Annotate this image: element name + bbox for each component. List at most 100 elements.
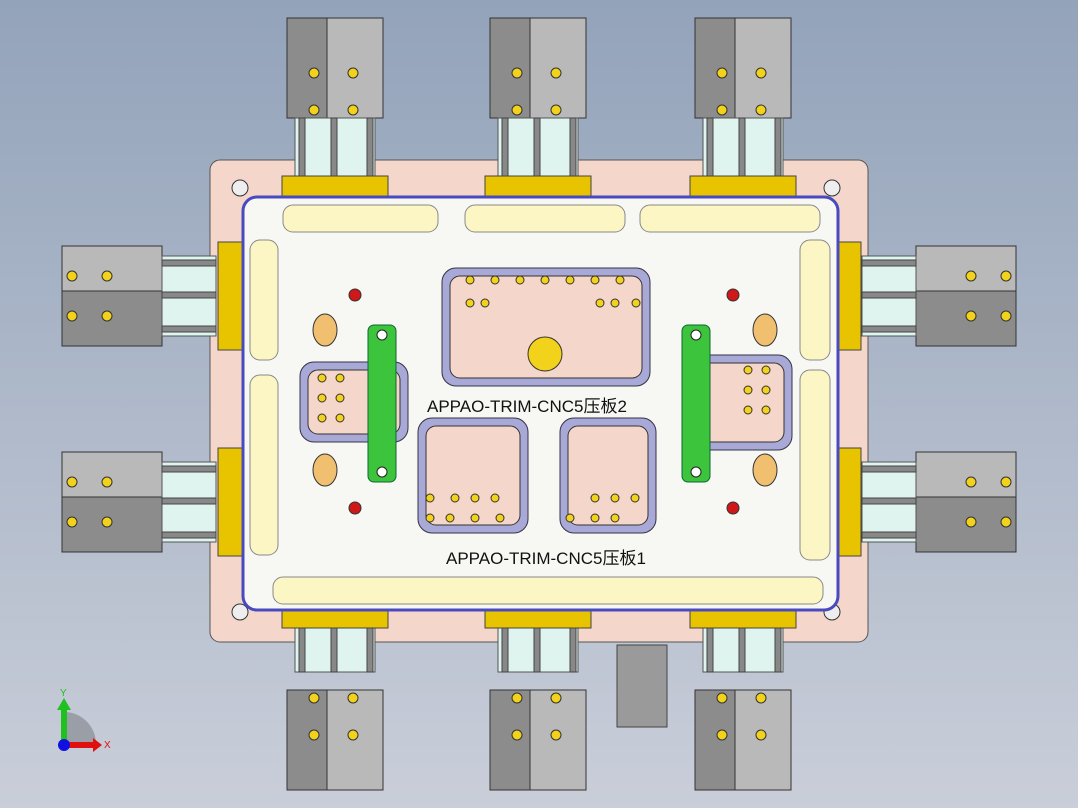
pocket xyxy=(425,425,521,526)
coordinate-triad: Y X xyxy=(57,688,111,752)
guide-rod xyxy=(861,291,917,299)
cylinder-top xyxy=(281,17,389,199)
bolt xyxy=(965,270,977,282)
pin xyxy=(761,385,771,395)
screw-head xyxy=(823,179,841,197)
bolt xyxy=(66,516,78,528)
pin xyxy=(450,493,460,503)
bolt xyxy=(1000,270,1012,282)
cylinder-group[interactable] xyxy=(61,17,1017,791)
bolt xyxy=(347,104,359,116)
pin xyxy=(565,275,575,285)
pin xyxy=(335,373,345,383)
bolt xyxy=(66,476,78,488)
guide-rod xyxy=(861,465,917,473)
bolt xyxy=(716,729,728,741)
guide-rod xyxy=(330,117,338,181)
pin xyxy=(743,385,753,395)
clamp-hole xyxy=(690,329,702,341)
pin xyxy=(515,275,525,285)
cylinder-slide xyxy=(61,451,163,498)
pad xyxy=(799,369,831,561)
label-plate-2: APPAO-TRIM-CNC5压板2 xyxy=(427,397,627,416)
pin xyxy=(425,493,435,503)
pin xyxy=(761,365,771,375)
pin xyxy=(631,298,641,308)
bolt xyxy=(755,67,767,79)
triad-quadrant xyxy=(64,712,97,745)
pad xyxy=(799,239,831,361)
guide-rod xyxy=(501,117,509,181)
bolt xyxy=(347,692,359,704)
top-plate xyxy=(241,195,840,612)
cylinder-right xyxy=(834,241,1017,351)
bolt xyxy=(308,67,320,79)
y-axis-label: Y xyxy=(60,688,67,699)
guide-rod xyxy=(533,117,541,181)
guide-rod xyxy=(161,291,217,299)
cylinder-slide xyxy=(915,245,1017,292)
clamp-arm xyxy=(367,324,397,483)
press-plate-assembly[interactable] xyxy=(241,195,840,612)
stop-pin xyxy=(348,288,362,302)
pad xyxy=(639,204,821,233)
mount-block xyxy=(217,241,245,351)
bolt xyxy=(755,692,767,704)
cylinder-bottom xyxy=(484,605,592,791)
bolt xyxy=(511,104,523,116)
bolt xyxy=(550,104,562,116)
y-axis-arrowhead xyxy=(57,698,71,710)
pin xyxy=(335,393,345,403)
label-plate-1: APPAO-TRIM-CNC5压板1 xyxy=(446,549,646,568)
bolt xyxy=(716,692,728,704)
guide-rod xyxy=(569,117,577,181)
mount-block xyxy=(281,175,389,199)
guide-rod xyxy=(861,497,917,505)
guide-rod xyxy=(298,117,306,181)
cylinder-left xyxy=(61,447,245,557)
bolt xyxy=(511,729,523,741)
pin xyxy=(317,373,327,383)
mount-block xyxy=(689,175,797,199)
pin xyxy=(590,513,600,523)
pin xyxy=(495,513,505,523)
guide-rod xyxy=(161,325,217,333)
pin xyxy=(425,513,435,523)
bolt xyxy=(308,729,320,741)
screw-head xyxy=(231,179,249,197)
pin xyxy=(610,493,620,503)
guide-rod xyxy=(161,497,217,505)
pin xyxy=(445,513,455,523)
bolt xyxy=(511,692,523,704)
bolt xyxy=(308,104,320,116)
clamp-arm xyxy=(681,324,711,483)
bolt xyxy=(755,104,767,116)
guide-rod xyxy=(774,117,782,181)
pin xyxy=(615,275,625,285)
bolt xyxy=(101,310,113,322)
bolt xyxy=(716,67,728,79)
cylinder-right xyxy=(834,447,1017,557)
pin xyxy=(565,513,575,523)
mount-block xyxy=(484,175,592,199)
locating-pin xyxy=(527,336,563,372)
bolt xyxy=(550,729,562,741)
bolt xyxy=(965,476,977,488)
bolt xyxy=(308,692,320,704)
pin xyxy=(590,493,600,503)
guide-rod xyxy=(366,117,374,181)
pin xyxy=(480,298,490,308)
spring-clamp xyxy=(752,313,778,347)
stop-pin xyxy=(726,288,740,302)
clamp-hole xyxy=(376,466,388,478)
clamp-hole xyxy=(690,466,702,478)
y-axis-arrow xyxy=(61,708,67,745)
pin xyxy=(490,493,500,503)
bolt xyxy=(347,67,359,79)
guide-rod xyxy=(161,465,217,473)
pad xyxy=(249,374,279,556)
bolt xyxy=(965,310,977,322)
guide-rod xyxy=(706,117,714,181)
clamp-hole xyxy=(376,329,388,341)
